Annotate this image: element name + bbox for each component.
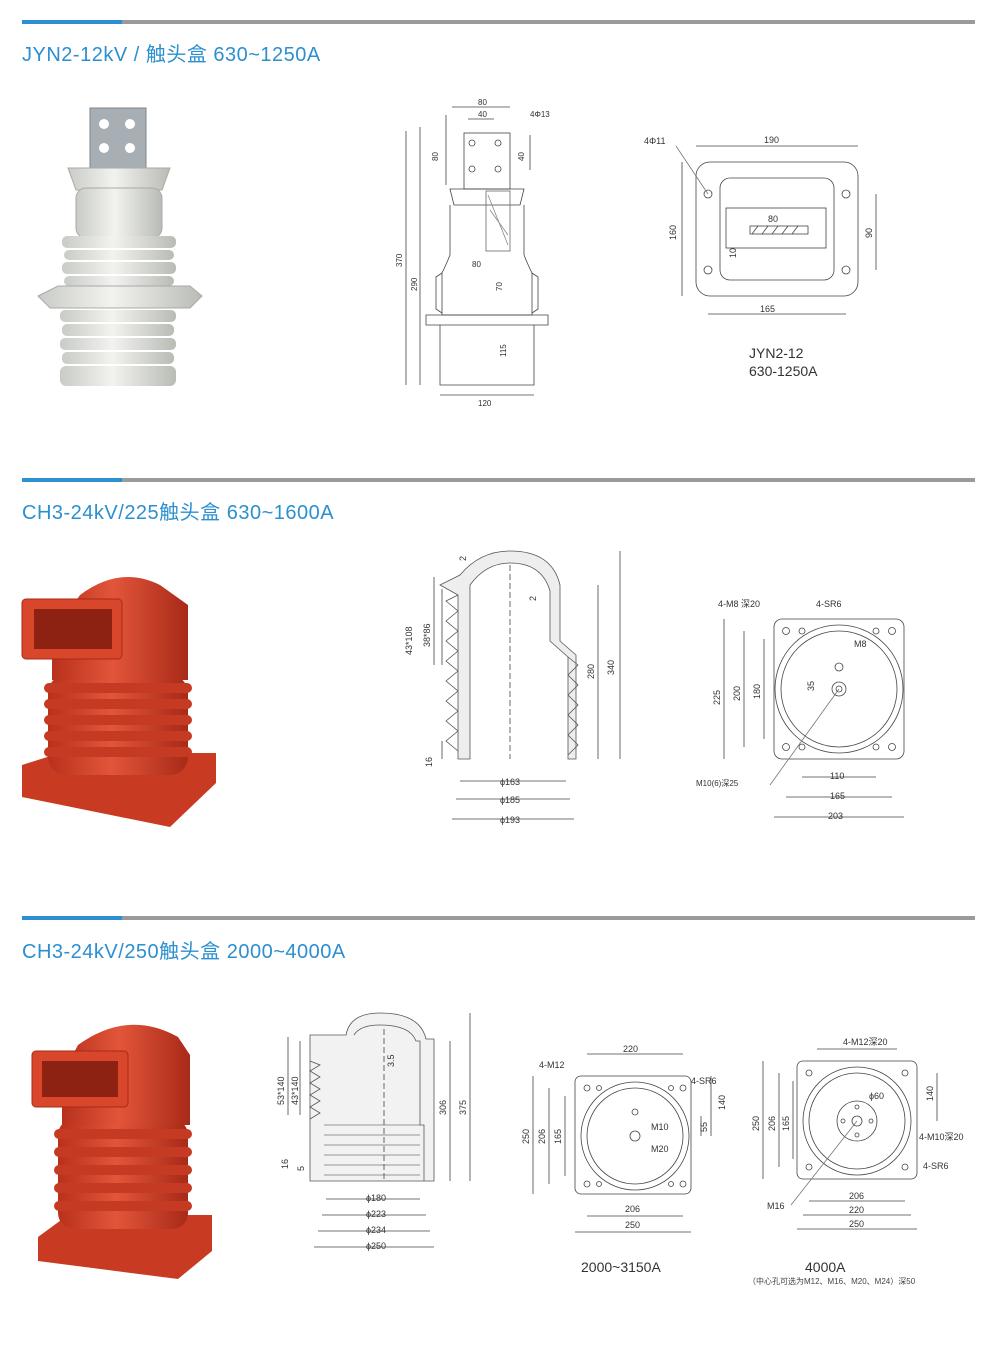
dim-label: 90: [864, 228, 874, 238]
plan-caption-current: 4000A: [805, 1259, 846, 1275]
dim-label: 340: [606, 660, 616, 675]
dim-label: 140: [925, 1086, 935, 1101]
dim-label: 165: [553, 1129, 563, 1144]
dim-label: 220: [849, 1205, 864, 1215]
section-title: CH3-24kV/225触头盒 630~1600A: [22, 502, 335, 524]
plan-view-drawing-a: 4-M12 220 4-SR6 140 55 M10 M20 250 206 1…: [521, 1044, 727, 1233]
section-rule-accent: [22, 20, 122, 24]
dim-label: M20: [651, 1144, 669, 1154]
dim-label: ϕ223: [366, 1209, 386, 1219]
product-photo-white-bushing: [37, 107, 203, 386]
dim-label: 165: [830, 791, 845, 801]
dim-label: 190: [764, 135, 779, 145]
dim-label: 80: [478, 98, 487, 107]
side-section-drawing: 80 40 4Φ13 80 40 370 290 80 70 115 120: [395, 98, 550, 408]
dim-label: 206: [767, 1116, 777, 1131]
dim-label: 4-SR6: [816, 599, 842, 609]
dim-label: M10(6)深25: [696, 779, 739, 788]
dim-label: 206: [849, 1191, 864, 1201]
dim-label: 140: [717, 1095, 727, 1110]
plan-caption-current: 2000~3150A: [581, 1259, 661, 1275]
dim-label: 38*86: [422, 623, 432, 647]
plan-footnote: （中心孔可选为M12、M16、M20、M24）深50: [748, 1277, 916, 1286]
dim-label: 250: [751, 1116, 761, 1131]
side-section-drawing: 2 2 43*108 38*86 16 280 340 ϕ163 ϕ185 ϕ1…: [404, 550, 621, 825]
plan-view-drawing-b: 4-M12深20 ϕ60 140 4-M10深20 4-SR6 250 206 …: [751, 1037, 964, 1230]
plan-caption-current: 630-1250A: [749, 363, 818, 379]
dim-label: 4-M12深20: [843, 1037, 888, 1047]
section-rule: [22, 20, 975, 24]
dim-label: M8: [854, 639, 867, 649]
dim-label: ϕ60: [869, 1091, 884, 1101]
dim-label: ϕ193: [500, 815, 520, 825]
section-title: CH3-24kV/250触头盒 2000~4000A: [22, 941, 346, 963]
dim-label: ϕ163: [500, 777, 520, 787]
dim-label: M16: [767, 1201, 785, 1211]
dim-label: 4-M12: [539, 1060, 565, 1070]
dim-label: 115: [499, 344, 508, 357]
product-photo-red-bushing: [21, 577, 216, 827]
dim-label: 4-M10深20: [919, 1132, 964, 1142]
dim-label: 203: [828, 811, 843, 821]
dim-label: 180: [752, 684, 762, 699]
dim-label: 165: [781, 1116, 791, 1131]
dim-label: 4Φ11: [644, 136, 666, 146]
dim-label: 4-M8 深20: [718, 599, 760, 609]
dim-label: ϕ180: [366, 1193, 386, 1203]
dim-label: 280: [586, 664, 596, 679]
dim-label: 40: [517, 152, 526, 161]
dim-label: 206: [537, 1129, 547, 1144]
dim-label: 3.5: [386, 1054, 396, 1067]
dim-label: 290: [410, 277, 419, 291]
dim-label: ϕ250: [366, 1241, 386, 1251]
dim-label: 43*108: [404, 626, 414, 655]
section-rule-accent: [22, 916, 122, 920]
dim-label: 16: [280, 1159, 290, 1169]
dim-label: 10: [728, 248, 738, 258]
dim-label: 80: [768, 214, 778, 224]
plan-view-drawing: 4Φ11 190 160 80 10 90 165: [644, 135, 877, 315]
dim-label: 225: [712, 690, 722, 705]
dim-label: 200: [732, 686, 742, 701]
dim-label: 2: [528, 596, 538, 601]
section-rule: [22, 478, 975, 482]
dim-label: 55: [699, 1122, 709, 1132]
section-rule-accent: [22, 478, 122, 482]
dim-label: 165: [760, 304, 775, 314]
section-title: JYN2-12kV / 触头盒 630~1250A: [22, 44, 321, 66]
dim-label: 16: [424, 757, 434, 767]
dim-label: 250: [521, 1129, 531, 1144]
dim-label: ϕ234: [366, 1225, 386, 1235]
dim-label: 5: [296, 1166, 306, 1171]
dim-label: 40: [478, 110, 487, 119]
dim-label: 375: [458, 1100, 468, 1115]
dim-label: 370: [395, 253, 404, 267]
dim-label: 250: [625, 1220, 640, 1230]
dim-label: 206: [625, 1204, 640, 1214]
dim-label: ϕ185: [500, 795, 520, 805]
dim-label: 4-SR6: [691, 1076, 717, 1086]
dim-label: 80: [431, 152, 440, 161]
dim-label: 250: [849, 1219, 864, 1229]
dim-label: 43*140: [290, 1076, 300, 1105]
plan-caption-model: JYN2-12: [749, 345, 804, 361]
dim-label: 4Φ13: [530, 110, 550, 119]
product-photo-red-bushing: [31, 1024, 212, 1279]
plan-view-drawing: 4-M8 深20 4-SR6 M8 35 225 200 180 M10(6)深…: [696, 599, 905, 821]
dim-label: 120: [478, 399, 492, 408]
dim-label: 70: [495, 282, 504, 291]
side-section-drawing: 53*140 43*140 3.5 306 375 16 5 ϕ180 ϕ223…: [276, 1012, 471, 1251]
dim-label: 80: [472, 260, 481, 269]
dim-label: 160: [668, 225, 678, 240]
section-rule: [22, 916, 975, 920]
dim-label: 220: [623, 1044, 638, 1054]
dim-label: 306: [438, 1100, 448, 1115]
dim-label: 2: [458, 556, 468, 561]
dim-label: 4-SR6: [923, 1161, 949, 1171]
dim-label: M10: [651, 1122, 669, 1132]
dim-label: 35: [806, 681, 816, 691]
dim-label: 53*140: [276, 1076, 286, 1105]
dim-label: 110: [830, 771, 844, 781]
